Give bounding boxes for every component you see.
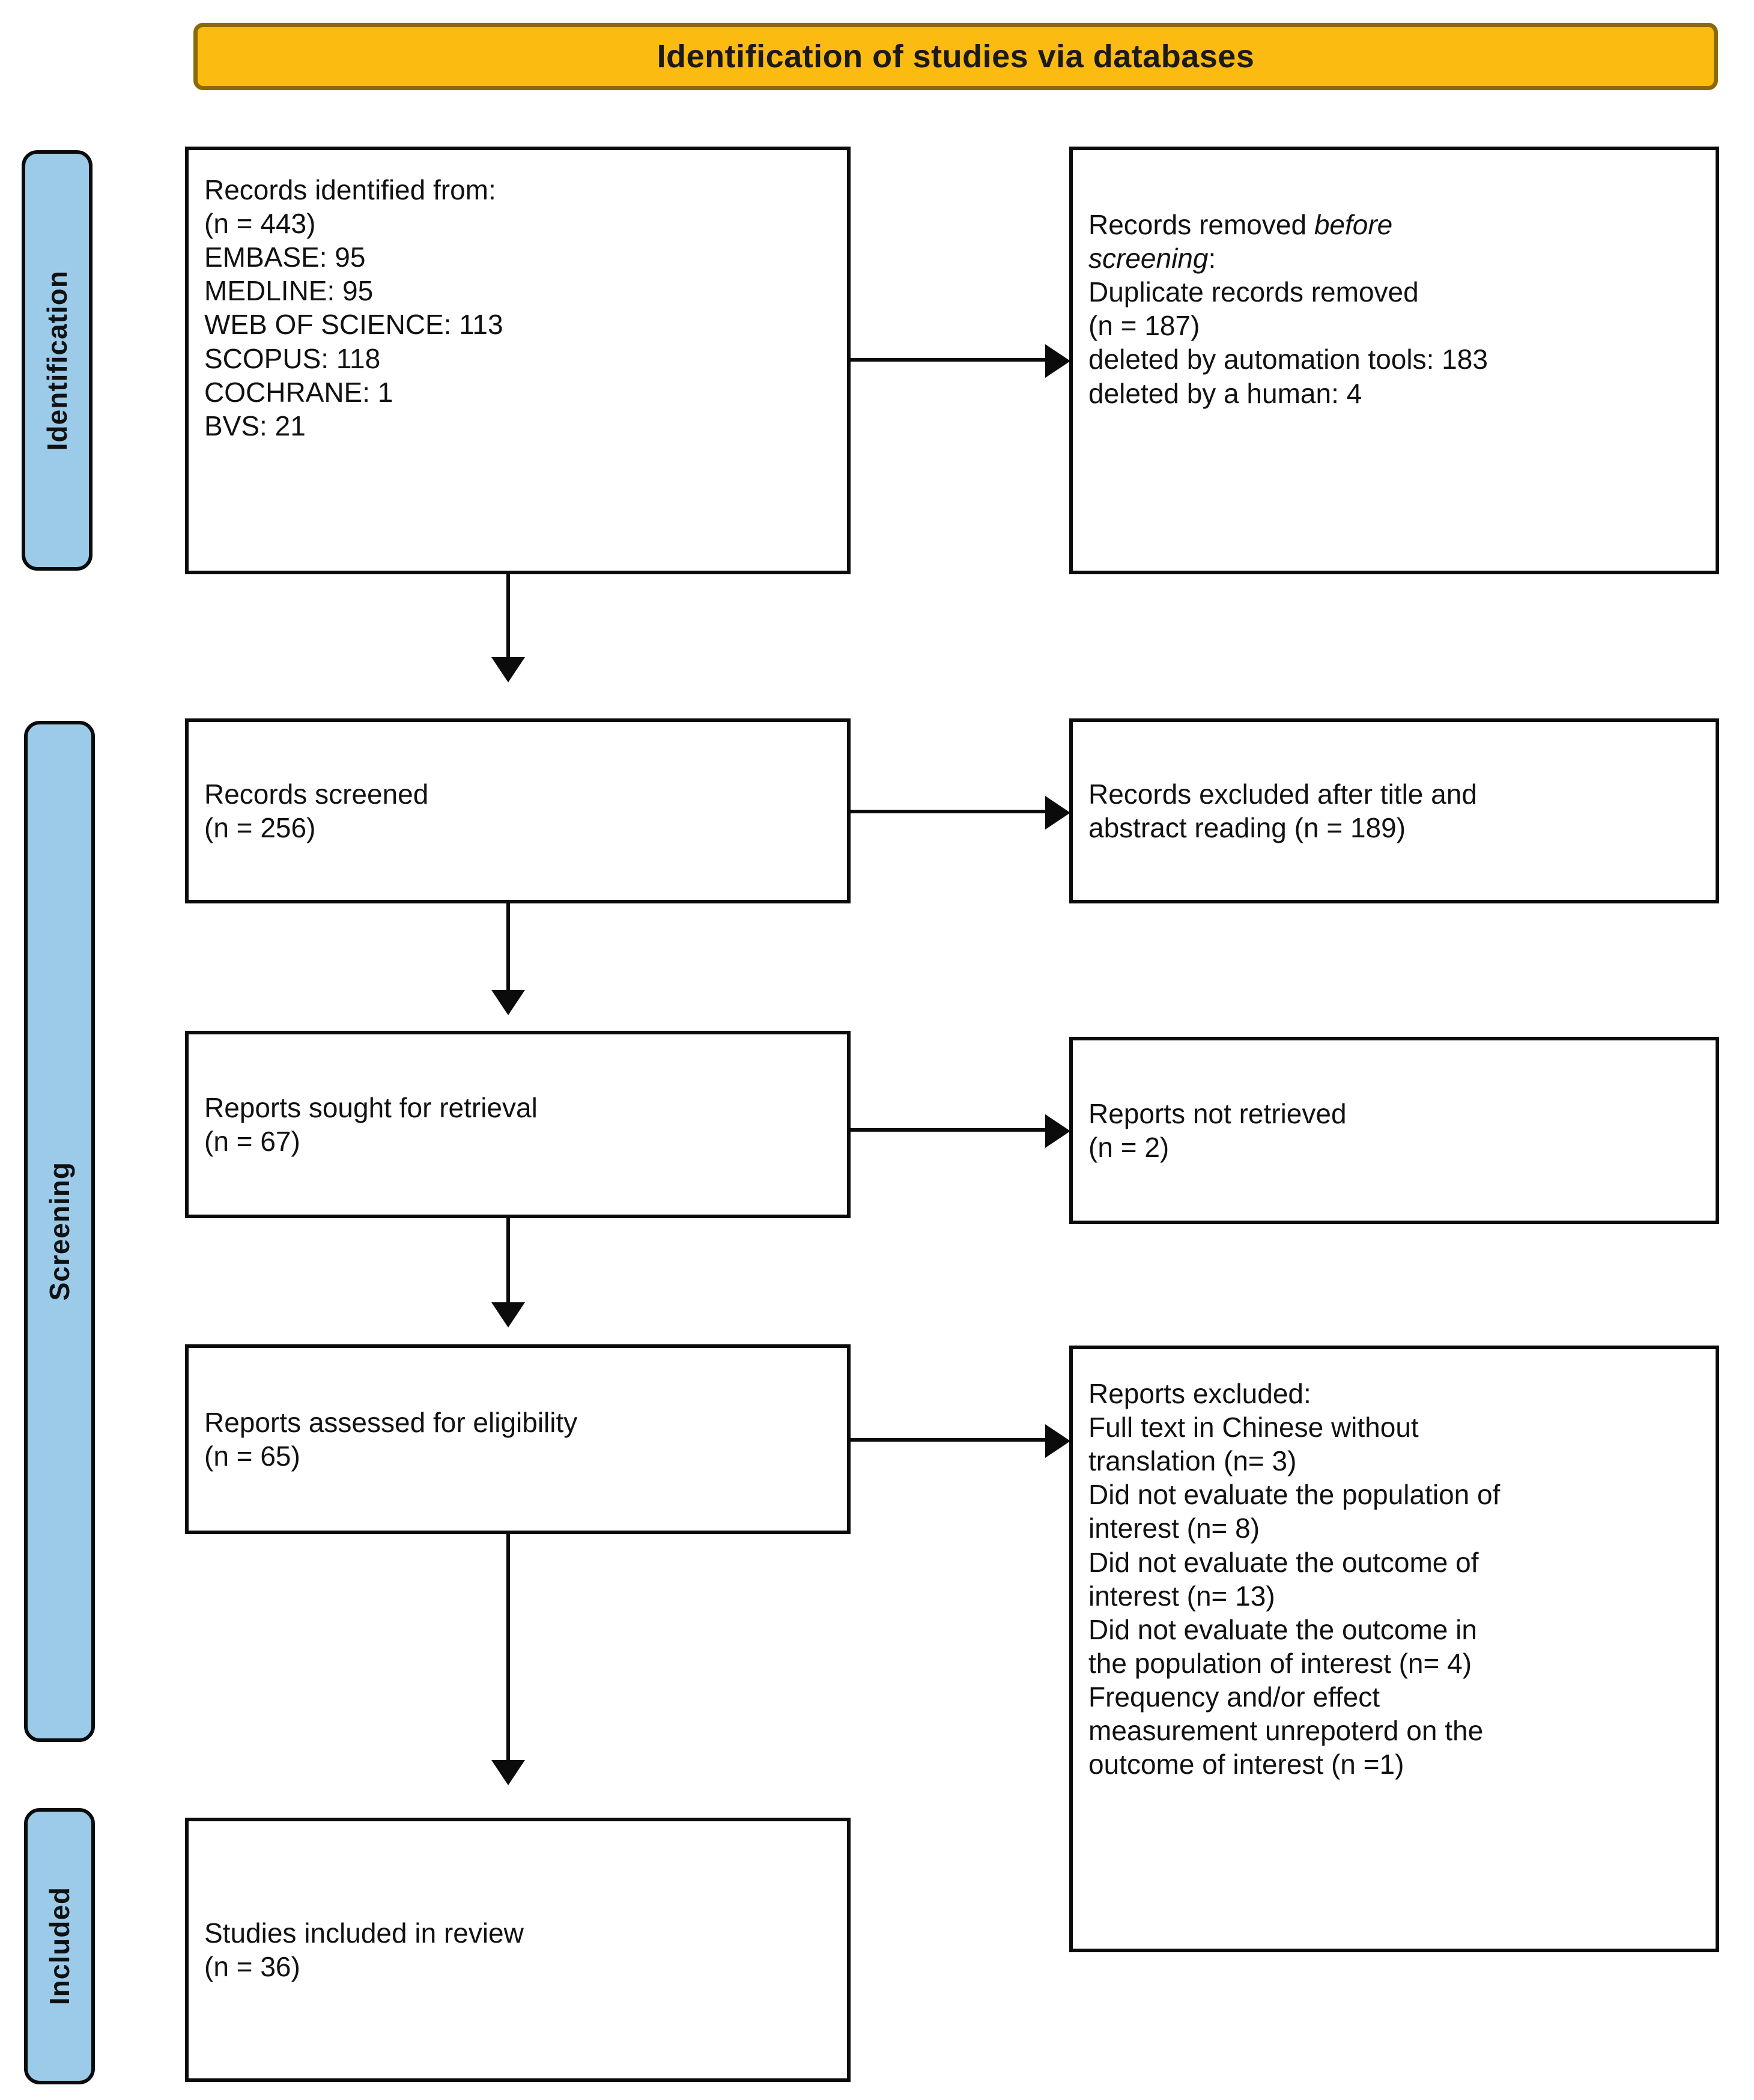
box-records-excluded: Records excluded after title and abstrac… [1069, 718, 1719, 903]
box-records-removed-detail: Duplicate records removed (n = 187) dele… [1088, 276, 1488, 409]
stage-label-included: Included [24, 1808, 95, 2084]
box-records-removed-heading: Records removed before screening: [1088, 208, 1700, 275]
connector-screened-to-sought-line [506, 903, 510, 991]
stage-label-identification-text: Identification [41, 270, 73, 451]
connector-sought-to-assessed-line [506, 1218, 510, 1303]
diagram-header-banner: Identification of studies via databases [193, 23, 1718, 90]
connector-sought-to-assessed-arrow [491, 1302, 525, 1328]
connector-screened-to-excluded-arrow [1045, 796, 1070, 830]
box-reports-excluded: Reports excluded: Full text in Chinese w… [1069, 1346, 1719, 1952]
box-records-identified-text: Records identified from: (n = 443) EMBAS… [204, 174, 503, 442]
connector-identified-to-screened-arrow [491, 657, 525, 682]
box-studies-included-in-review: Studies included in review (n = 36) [185, 1818, 851, 2082]
connector-assessed-to-included-line [506, 1534, 510, 1761]
stage-label-included-text: Included [44, 1887, 75, 2006]
connector-identified-to-removed-line [851, 358, 1046, 362]
connector-assessed-to-included-arrow [491, 1760, 525, 1785]
stage-label-screening-text: Screening [44, 1162, 75, 1301]
connector-sought-to-notretrieved-arrow [1045, 1114, 1070, 1148]
stage-label-identification: Identification [22, 150, 93, 571]
records-removed-screening-italic: screening [1088, 243, 1209, 275]
connector-screened-to-excluded-line [851, 810, 1046, 813]
connector-sought-to-notretrieved-line [851, 1128, 1046, 1132]
connector-screened-to-sought-arrow [491, 990, 525, 1015]
diagram-title: Identification of studies via databases [657, 38, 1255, 74]
connector-assessed-to-excluded-line [851, 1438, 1046, 1442]
records-removed-prefix: Records removed [1088, 209, 1314, 240]
box-reports-excluded-text: Reports excluded: Full text in Chinese w… [1088, 1378, 1501, 1780]
connector-identified-to-removed-arrow [1045, 344, 1070, 378]
box-reports-sought-for-retrieval: Reports sought for retrieval (n = 67) [185, 1031, 851, 1218]
records-removed-colon: : [1208, 243, 1216, 275]
box-reports-assessed-for-eligibility: Reports assessed for eligibility (n = 65… [185, 1344, 851, 1534]
box-reports-assessed-text: Reports assessed for eligibility (n = 65… [204, 1406, 578, 1472]
box-records-screened-text: Records screened (n = 256) [204, 778, 429, 843]
box-records-excluded-text: Records excluded after title and abstrac… [1088, 778, 1477, 843]
box-reports-sought-text: Reports sought for retrieval (n = 67) [204, 1091, 538, 1157]
connector-assessed-to-excluded-arrow [1045, 1424, 1070, 1458]
records-removed-before-italic: before [1314, 209, 1393, 240]
box-reports-not-retrieved-text: Reports not retrieved (n = 2) [1088, 1097, 1347, 1163]
connector-identified-to-screened-line [506, 574, 510, 658]
box-records-screened: Records screened (n = 256) [185, 718, 851, 903]
box-records-identified: Records identified from: (n = 443) EMBAS… [185, 147, 851, 574]
box-reports-not-retrieved: Reports not retrieved (n = 2) [1069, 1037, 1719, 1224]
box-records-removed-before-screening: Records removed before screening: Duplica… [1069, 147, 1719, 574]
box-studies-included-text: Studies included in review (n = 36) [204, 1917, 524, 1982]
stage-label-screening: Screening [24, 721, 95, 1742]
